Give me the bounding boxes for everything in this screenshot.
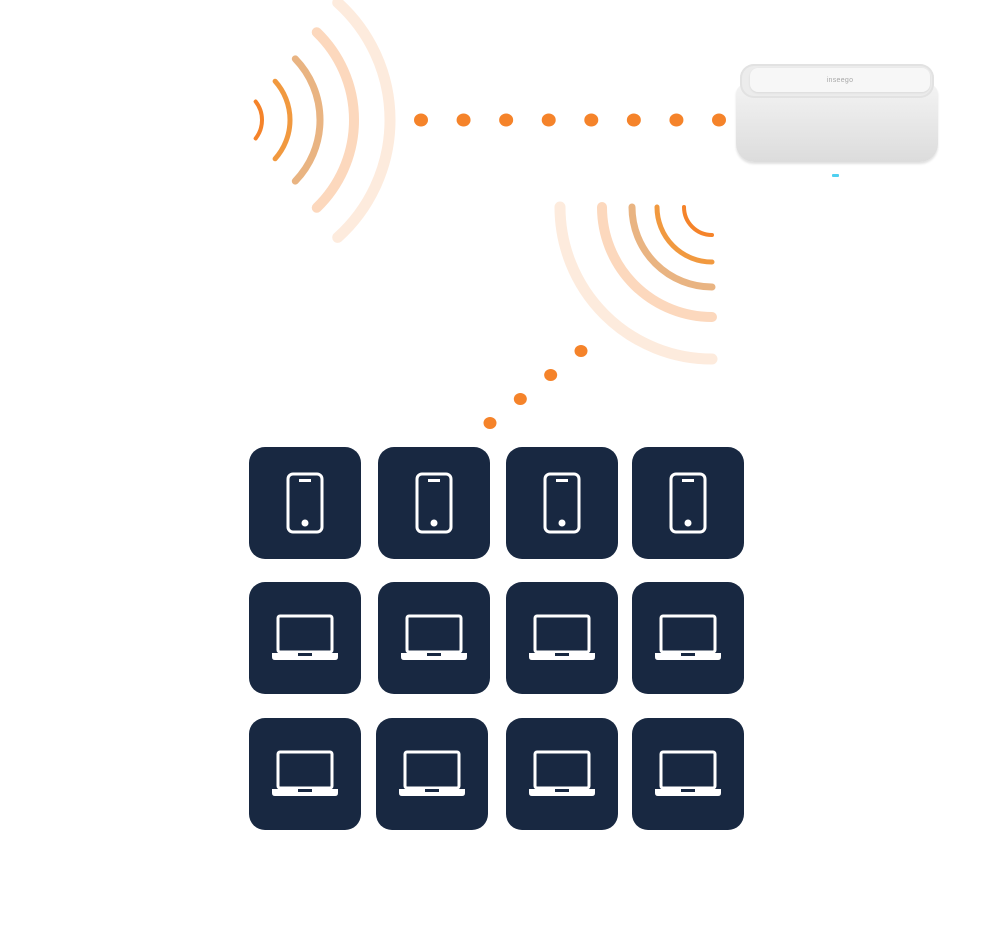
signal-arc	[682, 205, 714, 237]
signal-arc	[654, 204, 715, 265]
smartphone-icon	[542, 471, 582, 535]
link-dot	[456, 113, 471, 127]
device-tile-laptop	[506, 718, 618, 830]
router-device: inseego	[736, 62, 938, 177]
dotted-link-to-devices	[483, 345, 588, 429]
signal-waves-relay	[554, 201, 718, 365]
link-dot	[499, 113, 514, 127]
laptop-icon	[270, 613, 340, 663]
router-lid: inseego	[750, 68, 930, 92]
link-dot	[544, 369, 558, 381]
signal-arc	[597, 202, 717, 322]
device-tile-laptop	[506, 582, 618, 694]
laptop-icon	[397, 749, 467, 799]
device-tile-laptop	[249, 582, 361, 694]
signal-arc	[554, 201, 718, 365]
link-dot	[414, 113, 428, 127]
router-brand-label: inseego	[826, 76, 854, 84]
smartphone-icon	[668, 471, 708, 535]
device-tile-smartphone	[378, 447, 490, 559]
laptop-icon	[399, 613, 469, 663]
device-tile-laptop	[376, 718, 488, 830]
signal-arc	[332, 0, 396, 243]
router-top: inseego	[740, 64, 934, 98]
device-tile-laptop	[378, 582, 490, 694]
device-tile-laptop	[249, 718, 361, 830]
smartphone-icon	[414, 471, 454, 535]
link-dot	[541, 113, 556, 127]
laptop-icon	[653, 749, 723, 799]
link-dot	[712, 113, 726, 127]
signal-waves-source	[253, 0, 396, 243]
laptop-icon	[527, 749, 597, 799]
dotted-link-to-router	[414, 113, 726, 127]
link-dot	[574, 345, 588, 357]
link-dot	[584, 113, 599, 127]
link-dot	[483, 417, 497, 429]
signal-arc	[272, 78, 293, 162]
signal-arc	[291, 55, 324, 185]
device-tile-smartphone	[249, 447, 361, 559]
link-dot	[626, 113, 641, 127]
router-status-led	[832, 174, 839, 177]
signal-arc	[253, 99, 264, 141]
device-tile-laptop	[632, 718, 744, 830]
device-tile-smartphone	[506, 447, 618, 559]
laptop-icon	[270, 749, 340, 799]
laptop-icon	[653, 613, 723, 663]
laptop-icon	[527, 613, 597, 663]
smartphone-icon	[285, 471, 325, 535]
link-dot	[669, 113, 684, 127]
signal-arc	[311, 27, 359, 213]
device-tile-smartphone	[632, 447, 744, 559]
device-tile-laptop	[632, 582, 744, 694]
signal-arc	[628, 203, 716, 291]
link-dot	[513, 393, 527, 405]
